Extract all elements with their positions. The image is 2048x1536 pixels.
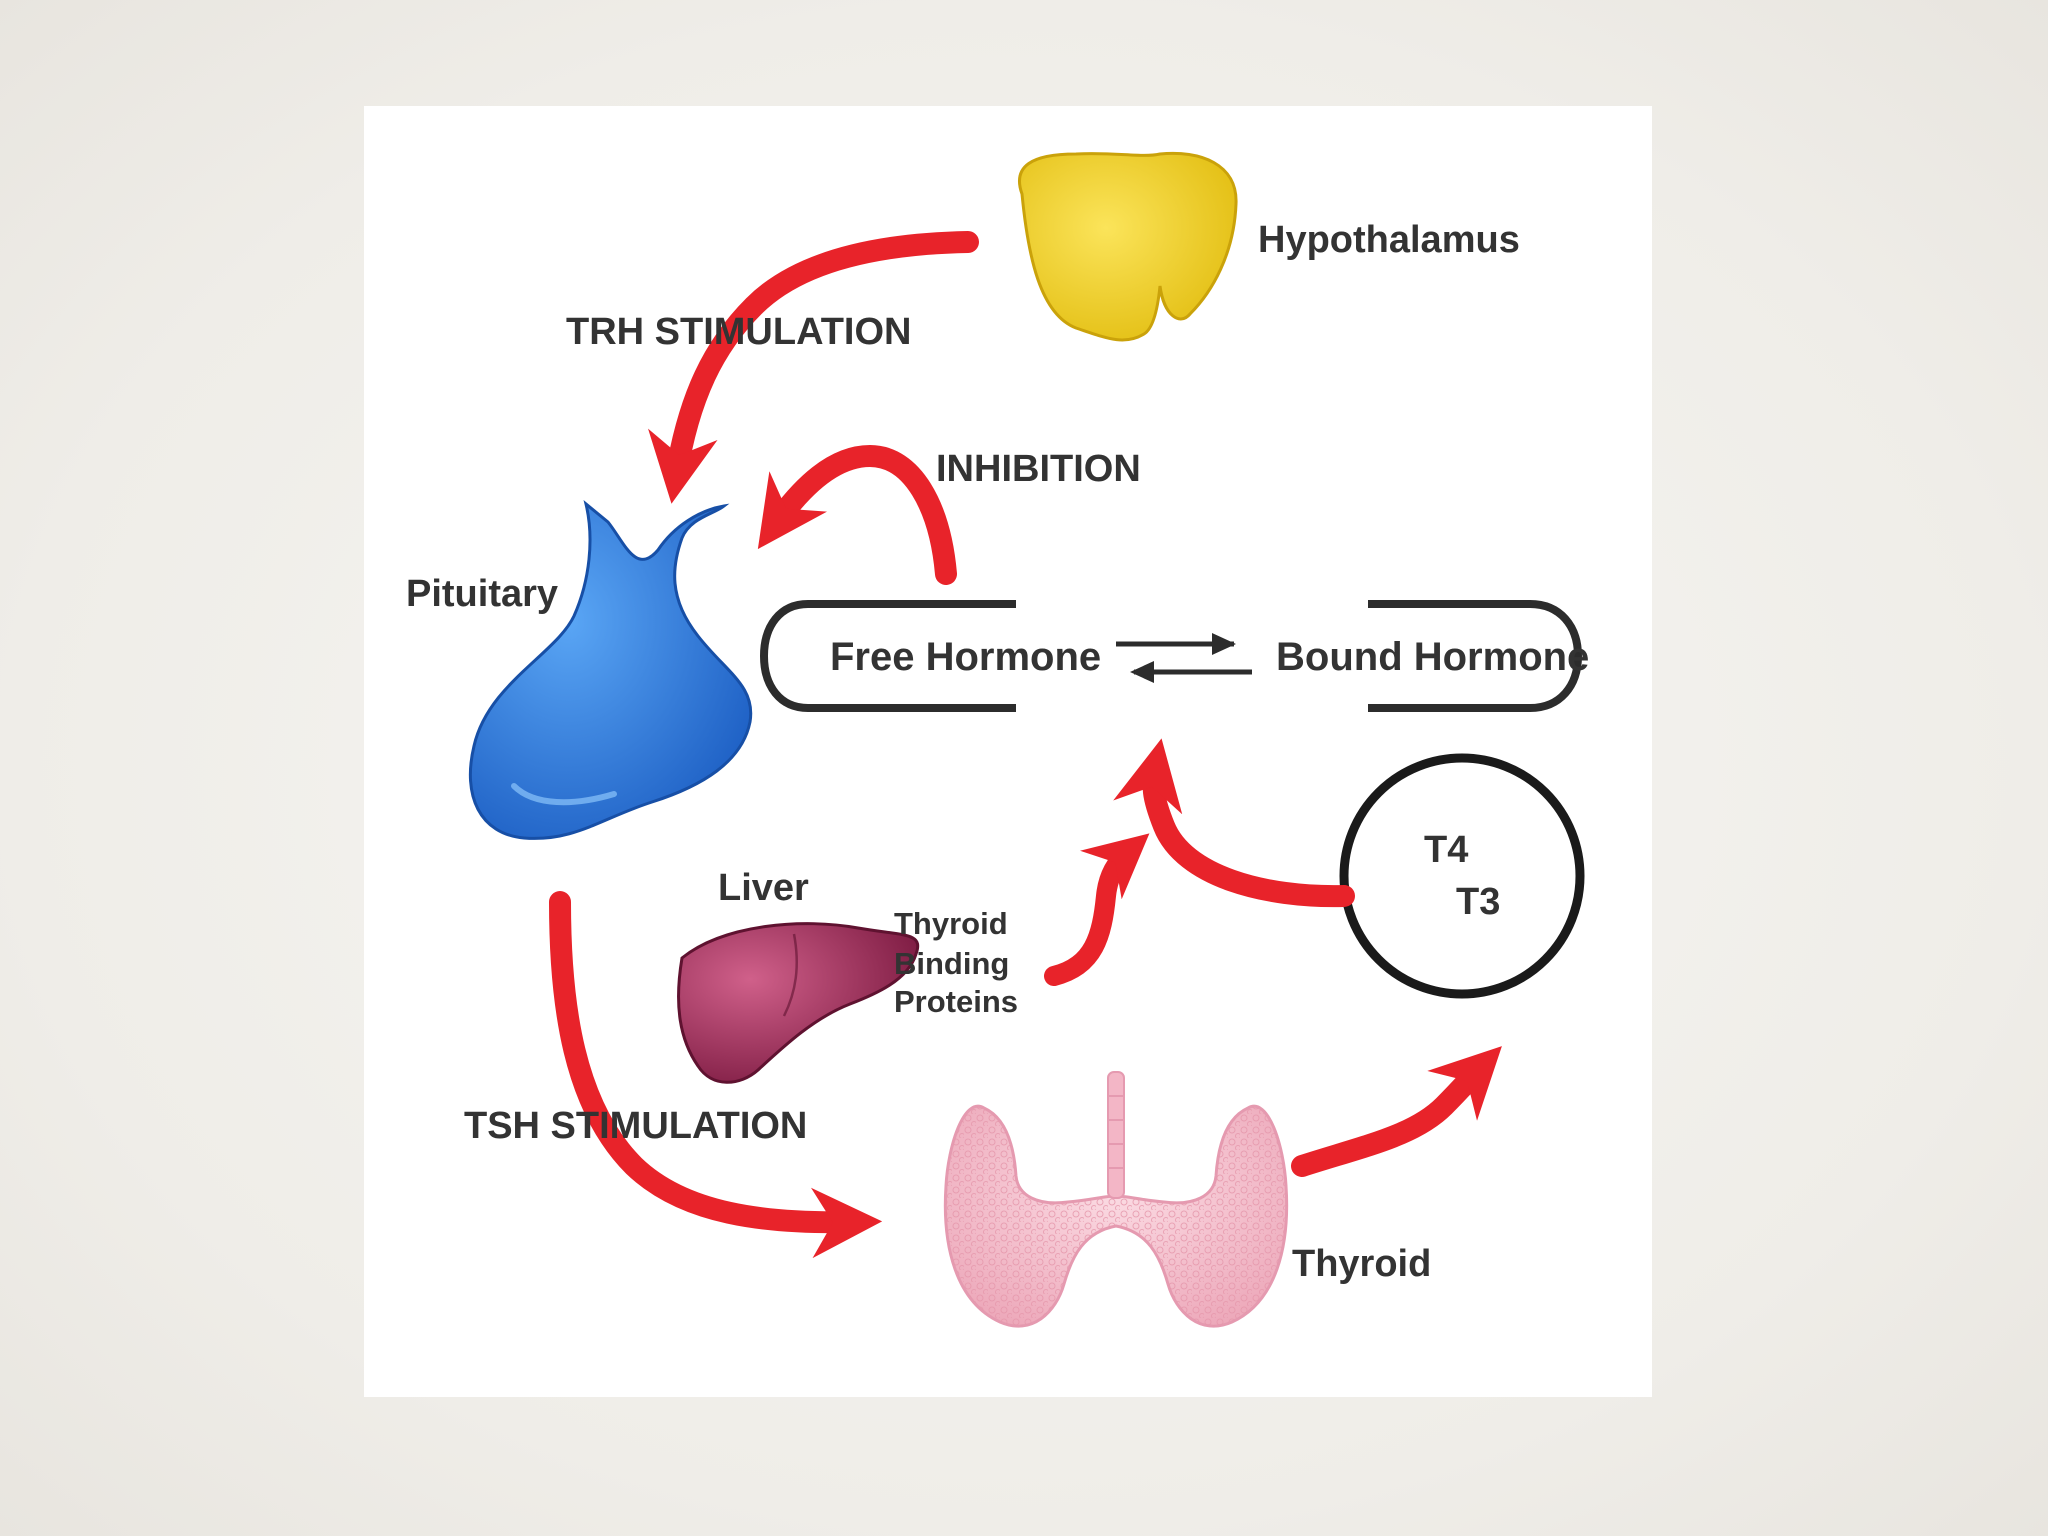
liver-label: Liver xyxy=(718,867,809,909)
binding-proteins-arrow xyxy=(1044,833,1150,986)
bound-hormone-bracket xyxy=(1368,600,1583,712)
free-hormone-label: Free Hormone xyxy=(830,635,1101,679)
thyroid-organ xyxy=(943,1071,1289,1328)
tsh-label: TSH STIMULATION xyxy=(464,1105,807,1147)
t4-label: T4 xyxy=(1424,829,1468,871)
bound-hormone-label: Bound Hormone xyxy=(1276,635,1589,679)
pituitary-organ xyxy=(468,500,753,840)
inhibition-label: INHIBITION xyxy=(936,448,1141,490)
binding-proteins-label-line2: Binding xyxy=(894,946,1009,981)
thyroid-regulation-diagram: Hypothalamus TRH STIMULATION INHIBITION … xyxy=(406,151,1589,1328)
binding-proteins-label-line1: Thyroid xyxy=(894,906,1008,941)
pituitary-label: Pituitary xyxy=(406,573,558,615)
hypothalamus-organ xyxy=(1018,151,1238,342)
tsh-arrow xyxy=(549,891,883,1259)
free-hormone-bracket xyxy=(759,600,1016,712)
trh-arrow xyxy=(648,231,979,504)
trh-label: TRH STIMULATION xyxy=(566,311,911,353)
diagram-panel: Hypothalamus TRH STIMULATION INHIBITION … xyxy=(364,106,1652,1397)
t4-t3-circle xyxy=(1339,753,1585,999)
t4-t3-to-free-hormone-arrow xyxy=(1113,738,1355,908)
liver-organ xyxy=(677,922,920,1084)
hypothalamus-label: Hypothalamus xyxy=(1258,219,1520,261)
thyroid-label: Thyroid xyxy=(1292,1243,1431,1285)
inhibition-arrow xyxy=(757,444,957,585)
binding-proteins-label-line3: Proteins xyxy=(894,984,1018,1019)
thyroid-to-t4-t3-arrow xyxy=(1291,1046,1502,1177)
t3-label: T3 xyxy=(1456,881,1500,923)
equilibrium-arrows xyxy=(1116,633,1252,683)
